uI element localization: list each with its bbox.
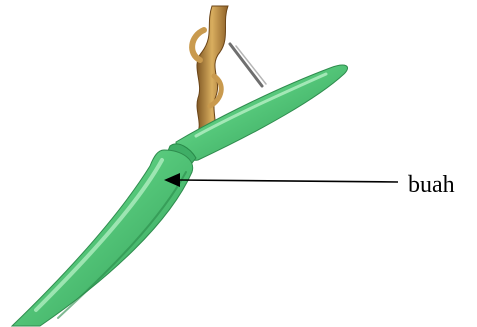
annotation-arrow [164,173,398,187]
fruit-pod [12,150,193,326]
fruit-label: buah [408,170,455,200]
